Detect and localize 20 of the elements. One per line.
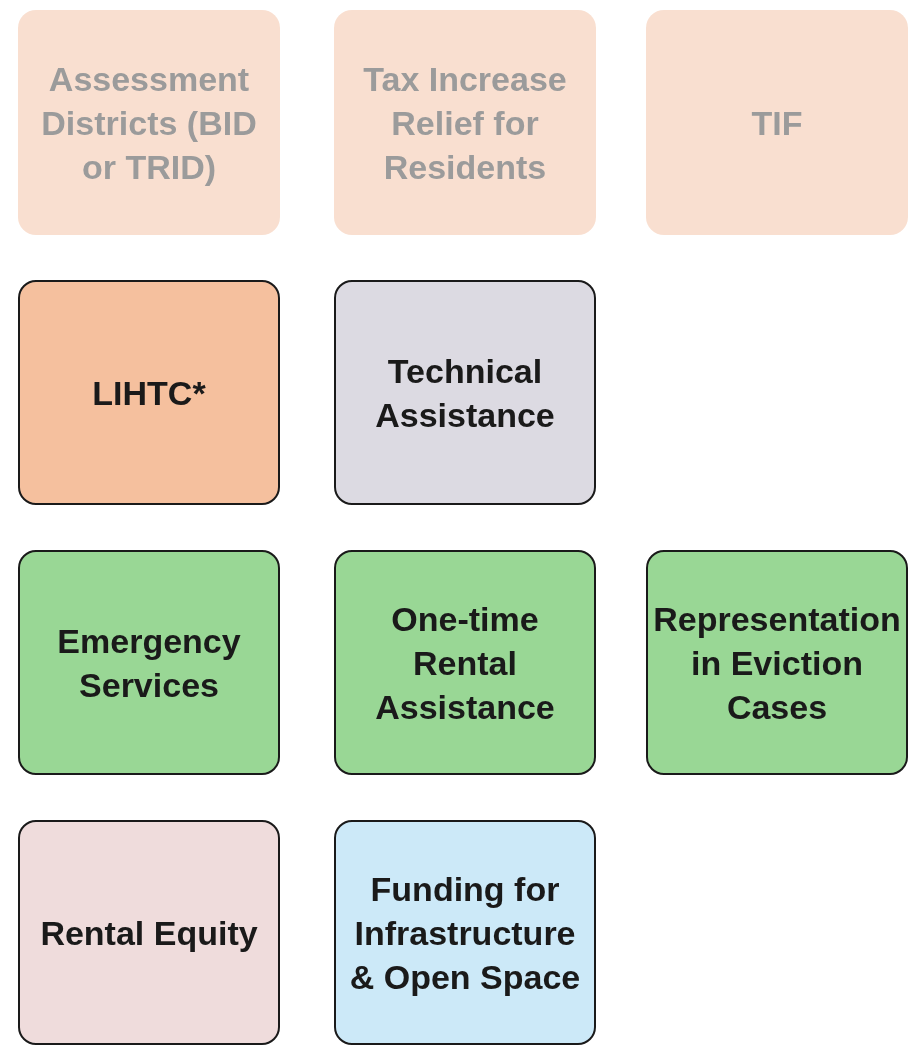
box-label: Funding for Infrastructure & Open Space — [348, 868, 582, 998]
box-label: TIF — [751, 102, 803, 144]
program-box — [646, 10, 908, 235]
program-box — [18, 280, 280, 505]
box-label: One-time Rental Assistance — [374, 598, 556, 728]
box-label: Emergency Services — [56, 620, 242, 706]
box-label: Technical Assistance — [374, 350, 556, 436]
program-box — [646, 550, 908, 775]
program-box — [18, 10, 280, 235]
box-label: Assessment Districts (BID or TRID) — [40, 58, 258, 188]
box-label: Rental Equity — [40, 912, 258, 954]
program-box — [18, 820, 280, 1045]
box-label: Representation in Eviction Cases — [653, 598, 901, 728]
program-box — [18, 550, 280, 775]
program-box — [334, 10, 596, 235]
program-box — [334, 280, 596, 505]
box-label: Tax Increase Relief for Residents — [362, 58, 568, 188]
box-label: LIHTC* — [92, 372, 206, 414]
program-box — [334, 550, 596, 775]
program-box — [334, 820, 596, 1045]
